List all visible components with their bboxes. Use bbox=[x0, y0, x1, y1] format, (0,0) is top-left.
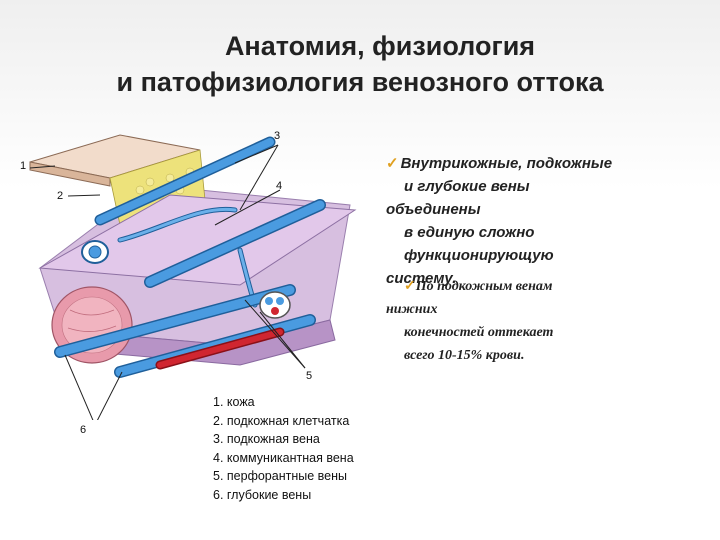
legend-item: 4. коммуникантная вена bbox=[213, 450, 354, 465]
legend-item: 2. подкожная клетчатка bbox=[213, 413, 350, 428]
bullet-1-line: функционирующую bbox=[404, 247, 554, 264]
bullet-venous-system: ✓Внутрикожные, подкожные и глубокие вены… bbox=[384, 152, 714, 290]
slide-title: Анатомия, физиология и патофизиология ве… bbox=[0, 28, 720, 100]
legend-list: 1. кожа 2. подкожная клетчатка 3. подкож… bbox=[213, 393, 354, 504]
bullet-points: ✓Внутрикожные, подкожные и глубокие вены… bbox=[384, 152, 714, 363]
legend-item: 5. перфорантные вены bbox=[213, 469, 347, 483]
check-icon: ✓ bbox=[404, 277, 416, 293]
callout-1: 1 bbox=[20, 160, 27, 172]
check-icon: ✓ bbox=[386, 155, 399, 172]
leader-lines bbox=[29, 144, 306, 420]
callout-5: 5 bbox=[306, 370, 313, 382]
callout-2: 2 bbox=[57, 190, 64, 202]
title-line-2: и патофизиология венозного оттока bbox=[116, 67, 604, 97]
perforator-cross-sections bbox=[81, 240, 291, 319]
bullet-outflow-share: ✓По подкожным венам нижних конечностей о… bbox=[384, 274, 714, 367]
bullet-2-line: нижних bbox=[386, 302, 438, 317]
callout-6: 6 bbox=[80, 424, 87, 436]
bullet-1-line: систему. bbox=[386, 270, 457, 287]
legend-item: 3. подкожная вена bbox=[213, 432, 320, 446]
skin-layer bbox=[29, 134, 201, 187]
bullet-1-line: и глубокие вены bbox=[404, 178, 530, 195]
artery bbox=[155, 327, 285, 370]
venous-anatomy-illustration bbox=[29, 134, 357, 420]
bullet-2-line: всего 10-15% крови. bbox=[404, 348, 525, 363]
bullet-1-line: Внутрикожные, подкожные bbox=[400, 155, 613, 172]
fascia-sheet bbox=[38, 194, 357, 286]
title-line-1: Анатомия, физиология bbox=[224, 31, 536, 61]
legend-item: 1. кожа bbox=[213, 395, 255, 409]
bullet-2-line: По подкожным венам bbox=[415, 279, 553, 294]
bullet-1-line: объединены bbox=[386, 201, 481, 218]
legend-item: 6. глубокие вены bbox=[213, 487, 312, 502]
callout-4: 4 bbox=[276, 180, 283, 192]
callout-3: 3 bbox=[274, 130, 281, 142]
bullet-2-line: конечностей оттекает bbox=[404, 325, 554, 340]
bullet-1-line: в единую сложно bbox=[404, 224, 535, 241]
